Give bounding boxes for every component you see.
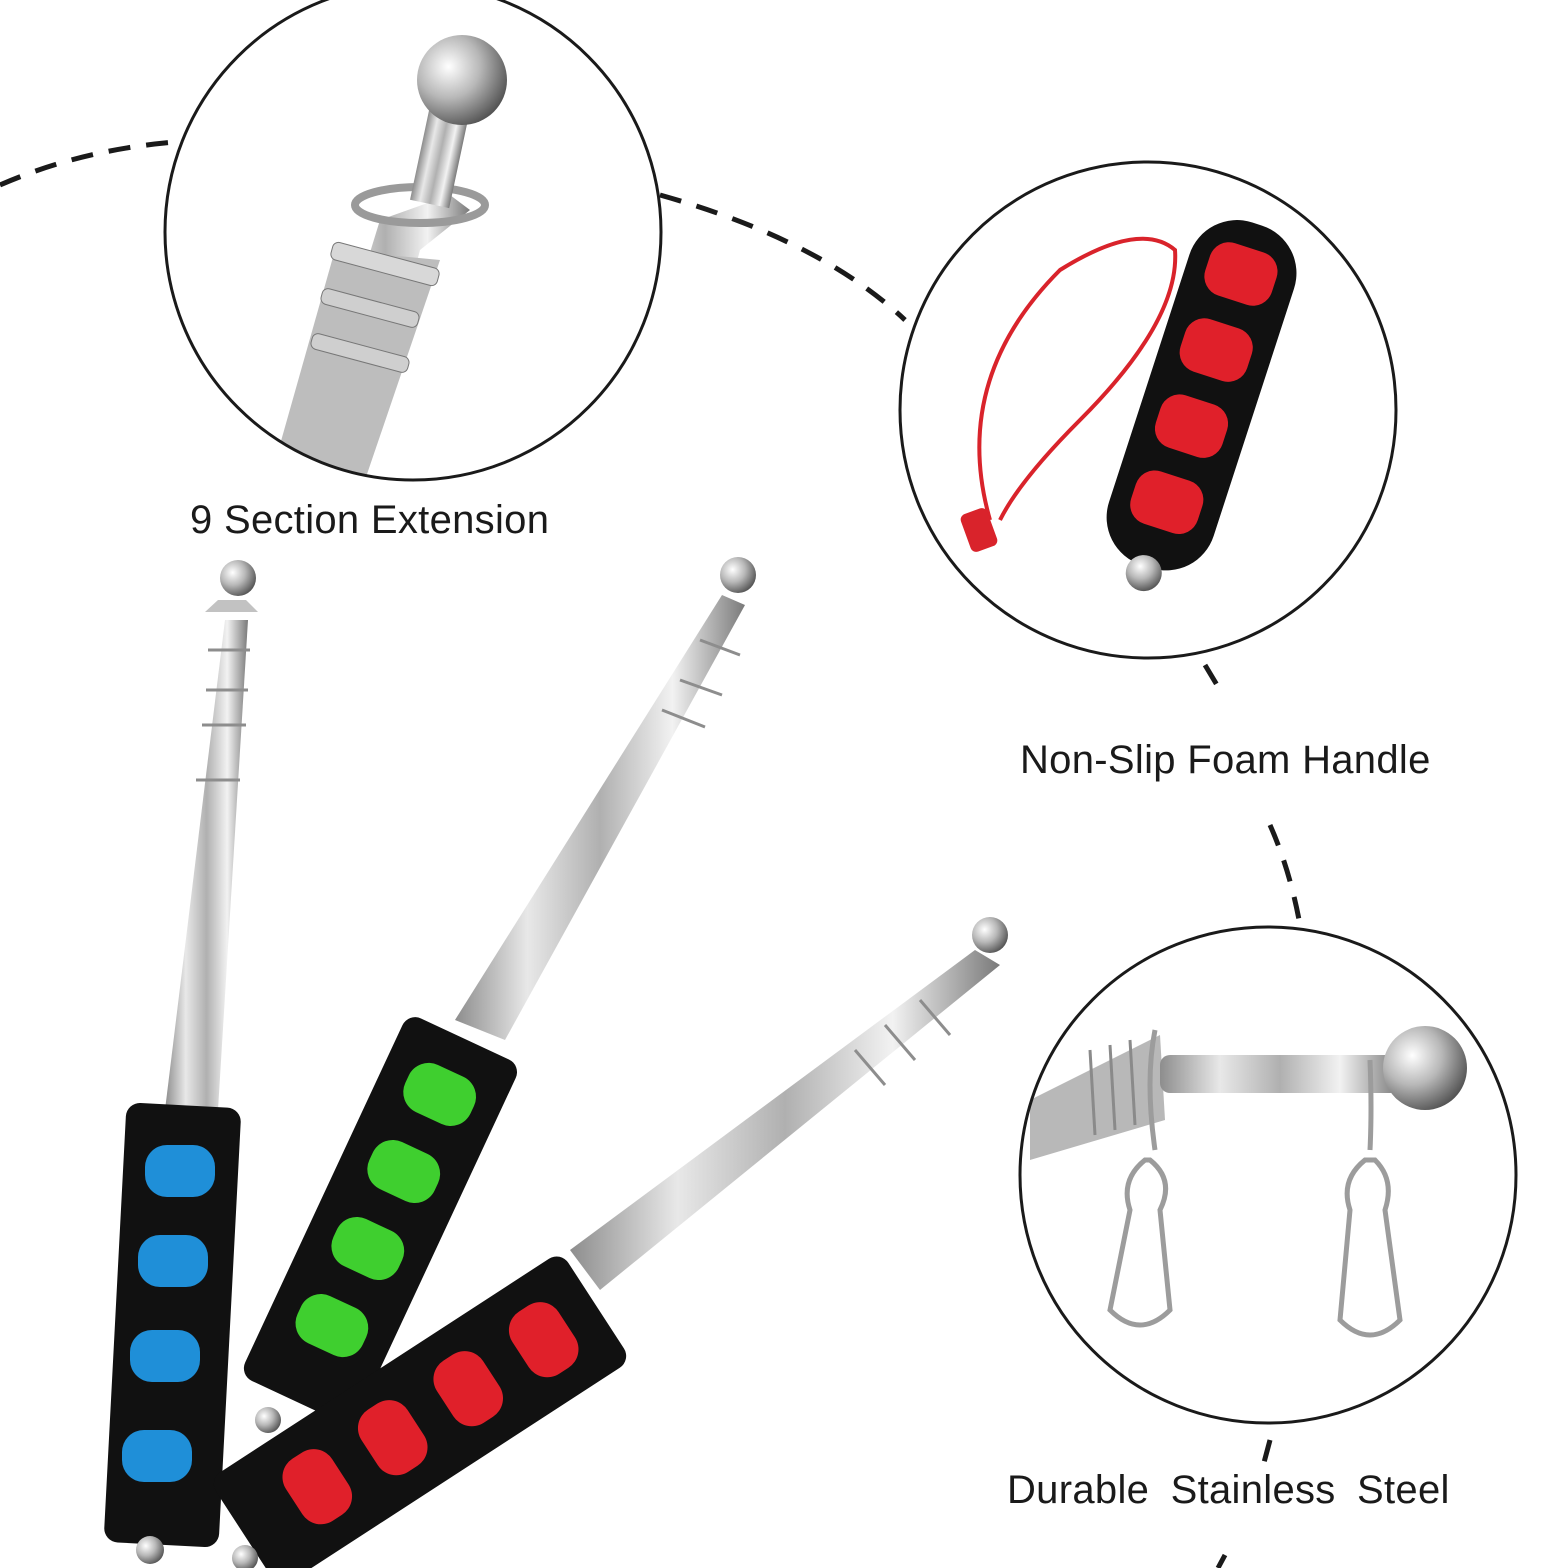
green-grip-pointer	[243, 557, 756, 1433]
blue-grip-pointer	[104, 560, 258, 1564]
caption-section-extension: 9 Section Extension	[190, 498, 550, 542]
red-grip-pointer	[213, 917, 1008, 1568]
foam-handle-with-lanyard-closeup	[898, 160, 1398, 660]
dashed-connector-arc	[0, 139, 1303, 1568]
ball-tip-closeup	[163, 0, 663, 482]
caption-stainless-steel: Durable Stainless Steel	[1007, 1468, 1450, 1512]
caption-foam-handle: Non-Slip Foam Handle	[1020, 738, 1431, 782]
flag-clips-closeup	[1018, 925, 1518, 1425]
